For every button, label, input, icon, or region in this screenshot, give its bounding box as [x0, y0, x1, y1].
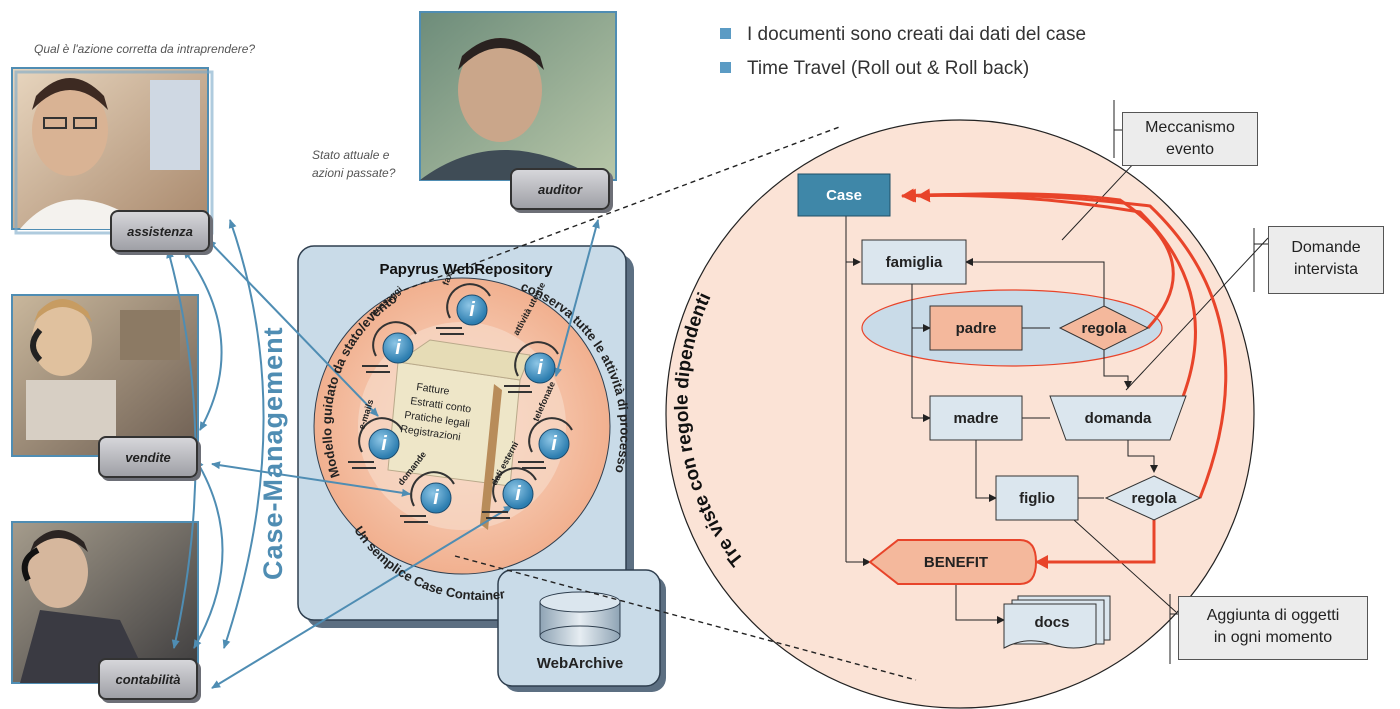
label-domanda: domanda [1085, 410, 1152, 427]
bullet-2: Time Travel (Roll out & Roll back) [720, 58, 1029, 80]
bullet-1-text: I documenti sono creati dai dati del cas… [747, 24, 1087, 45]
label-benefit: BENEFIT [924, 554, 988, 571]
svg-text:i: i [381, 433, 387, 455]
photo-auditor [419, 11, 617, 181]
case-management-label: Case-Management [258, 326, 288, 580]
label-regola-2: regola [1131, 490, 1177, 507]
label-famiglia: famiglia [886, 254, 943, 271]
label-madre: madre [953, 410, 998, 427]
question-assistenza: Qual è l'azione corretta da intraprender… [34, 42, 256, 56]
bullet-2-text: Time Travel (Roll out & Roll back) [747, 58, 1030, 79]
svg-text:i: i [537, 357, 543, 379]
role-auditor: auditor [510, 168, 610, 210]
svg-text:i: i [469, 299, 475, 321]
node-case [797, 173, 891, 217]
node-regola-1 [1058, 305, 1150, 351]
svg-text:i: i [551, 433, 557, 455]
node-docs [1003, 595, 1111, 649]
node-famiglia [861, 239, 967, 285]
photo-assistenza [11, 67, 214, 235]
node-regola-2 [1104, 475, 1202, 521]
callout-meccanismo-line-2: evento [1165, 141, 1215, 158]
question-auditor-line-1: Stato attuale e [312, 148, 390, 162]
node-madre [929, 395, 1023, 441]
node-labels: Case famiglia padre regola madre domanda… [826, 187, 1177, 631]
dashed-connector-top [403, 125, 843, 291]
label-regola-1: regola [1081, 320, 1127, 337]
database-icon [539, 591, 621, 647]
label-padre: padre [956, 320, 997, 337]
callout-brackets [1113, 100, 1268, 664]
callout-domande-line-2: intervista [1293, 261, 1359, 278]
callout-aggiunta-line-1: Aggiunta di oggetti [1206, 607, 1340, 624]
label-case: Case [826, 187, 862, 204]
callout-aggiunta: Aggiunta di oggetti in ogni momento [1178, 596, 1368, 660]
callout-domande-line-1: Domande [1291, 239, 1361, 256]
bullet-square-icon [720, 62, 731, 73]
label-figlio: figlio [1019, 490, 1055, 507]
label-docs: docs [1034, 614, 1069, 631]
question-auditor: Stato attuale e azioni passate? [312, 146, 395, 182]
folder-icon [387, 339, 531, 530]
folder-line-1: Fatture [416, 381, 451, 398]
bullet-1: I documenti sono creati dai dati del cas… [720, 24, 1086, 46]
role-vendite: vendite [98, 436, 198, 478]
role-contabilita: contabilità [98, 658, 198, 700]
repository-title: Papyrus WebRepository [379, 261, 553, 278]
svg-text:i: i [515, 483, 521, 505]
node-figlio [995, 475, 1079, 521]
rule-arrows [901, 188, 1228, 569]
node-padre [929, 305, 1023, 351]
svg-text:i: i [395, 337, 401, 359]
callout-meccanismo: Meccanismo evento [1122, 112, 1258, 166]
node-benefit [868, 539, 1038, 585]
photo-vendite [11, 294, 199, 457]
question-auditor-line-2: azioni passate? [312, 166, 396, 180]
svg-text:i: i [433, 487, 439, 509]
icon-label-fax: fax [440, 271, 454, 287]
archive-label: WebArchive [537, 655, 623, 672]
role-assistenza: assistenza [110, 210, 210, 252]
callout-aggiunta-line-2: in ogni momento [1213, 629, 1333, 646]
callout-domande: Domande intervista [1268, 226, 1384, 294]
callout-meccanismo-line-1: Meccanismo [1145, 119, 1235, 136]
node-domanda [1049, 395, 1187, 441]
dashed-connector-bottom [454, 555, 917, 681]
info-icons: i i i i i i i [348, 283, 573, 523]
bullet-square-icon [720, 28, 731, 39]
